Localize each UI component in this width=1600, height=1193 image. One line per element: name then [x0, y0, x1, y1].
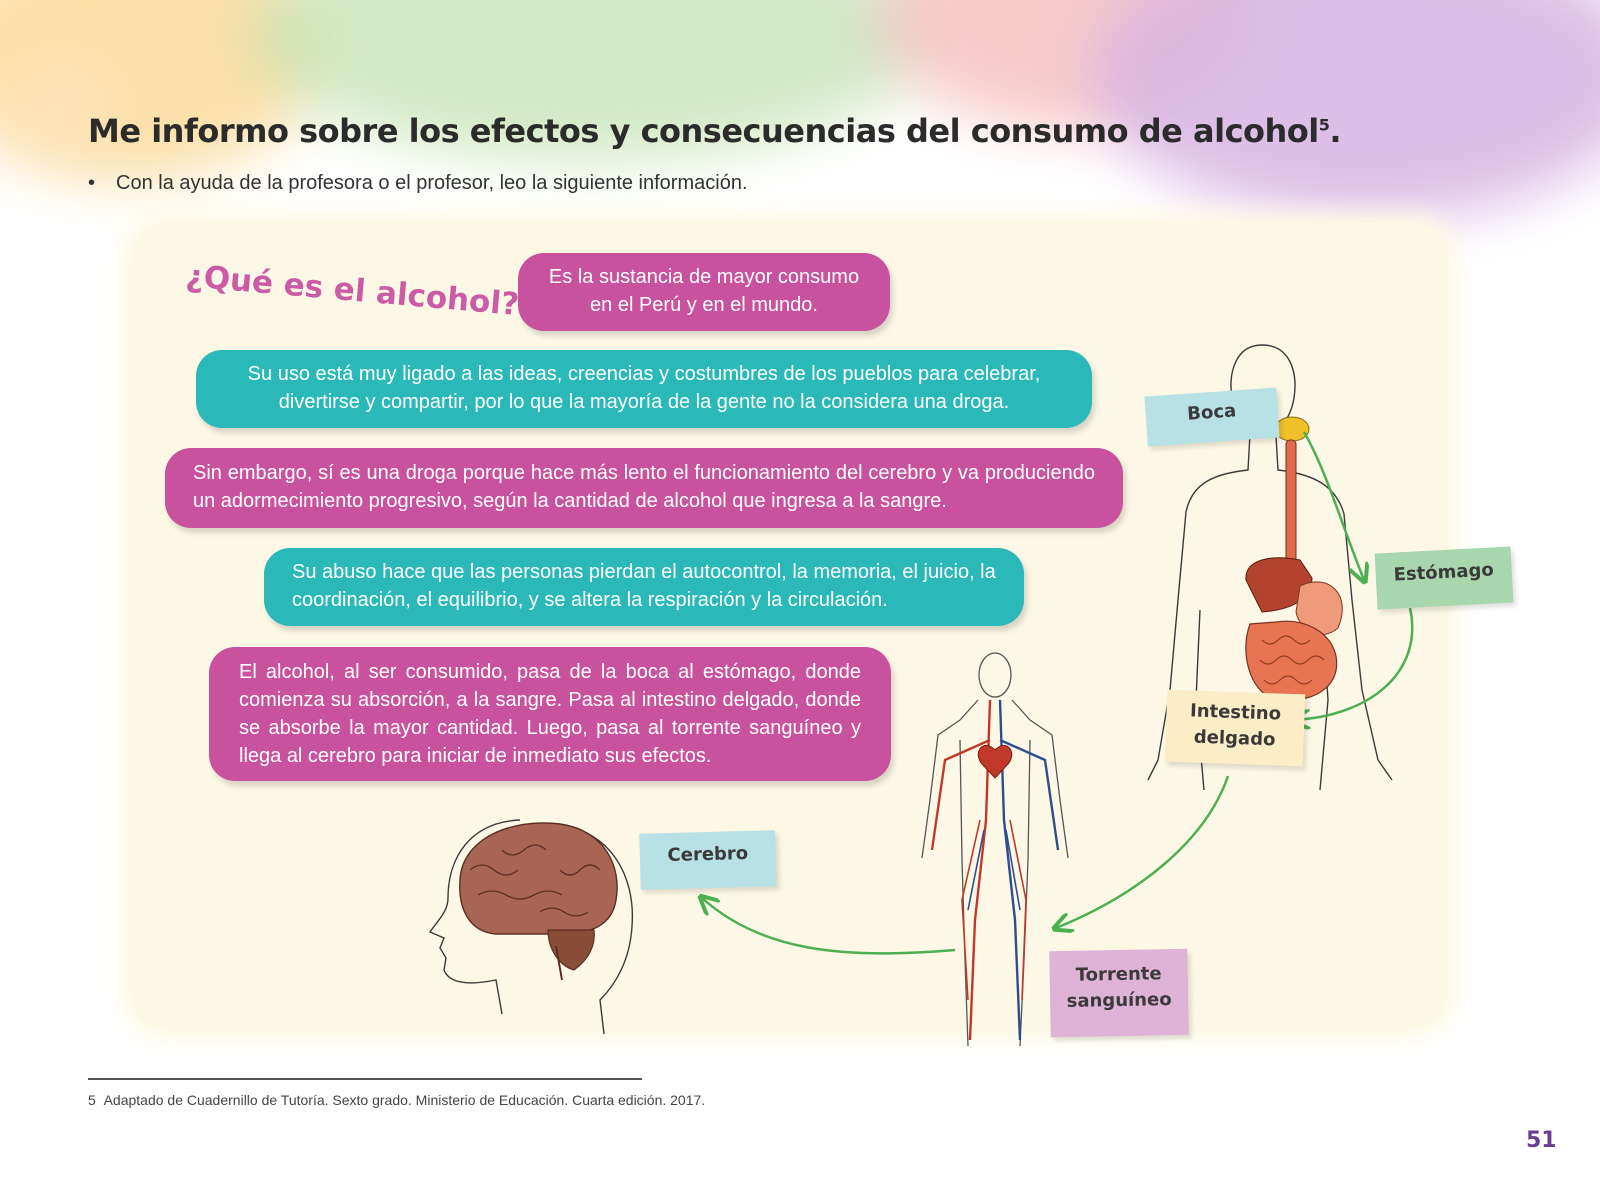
label-torrente-line1: Torrente — [1075, 963, 1162, 986]
arrow-estomago-intestino — [1294, 607, 1414, 720]
label-estomago: Estómago — [1374, 546, 1514, 610]
page-title-text: Me informo sobre los efectos y consecuen… — [88, 112, 1319, 150]
title-footnote-mark: 5 — [1318, 115, 1330, 135]
page-title: Me informo sobre los efectos y consecuen… — [88, 112, 1342, 150]
instruction: • Con la ayuda de la profesora o el profe… — [88, 172, 748, 195]
instruction-text: Con la ayuda de la profesora o el profes… — [116, 172, 748, 194]
label-boca-text: Boca — [1186, 400, 1237, 425]
bullet-icon: • — [88, 172, 96, 194]
digestive-organs — [1245, 416, 1343, 702]
footnote-divider — [88, 1078, 642, 1080]
label-boca: Boca — [1144, 387, 1280, 447]
arrow-boca-estomago — [1302, 431, 1364, 580]
label-torrente: Torrente sanguíneo — [1049, 948, 1189, 1038]
footnote: 5 Adaptado de Cuadernillo de Tutoría. Se… — [88, 1092, 705, 1108]
abuse-effects-text: Su abuso hace que las personas pierdan e… — [292, 561, 996, 611]
cultural-use-text: Su uso está muy ligado a las ideas, cree… — [247, 363, 1041, 413]
definition-text: Es la sustancia de mayor consumo en el P… — [548, 266, 860, 316]
cultural-use-bubble: Su uso está muy ligado a las ideas, cree… — [196, 350, 1092, 428]
pathway-text: El alcohol, al ser consumido, pasa de la… — [239, 661, 861, 767]
page-number: 51 — [1526, 1128, 1557, 1153]
abuse-effects-bubble: Su abuso hace que las personas pierdan e… — [264, 548, 1024, 626]
label-cerebro-text: Cerebro — [667, 842, 749, 867]
arrow-torrente-cerebro — [702, 898, 956, 955]
is-drug-bubble: Sin embargo, sí es una droga porque hace… — [165, 448, 1123, 528]
brain-head-figure — [428, 819, 634, 1035]
footnote-number: 5 — [88, 1092, 96, 1108]
label-cerebro: Cerebro — [639, 830, 777, 890]
pathway-bubble: El alcohol, al ser consumido, pasa de la… — [209, 647, 891, 781]
label-intestino: Intestino delgado — [1164, 689, 1306, 767]
label-estomago-text: Estómago — [1393, 559, 1495, 586]
arrow-intestino-torrente — [1056, 775, 1230, 928]
definition-bubble: Es la sustancia de mayor consumo en el P… — [518, 253, 890, 331]
is-drug-text: Sin embargo, sí es una droga porque hace… — [193, 462, 1095, 512]
circulatory-system-figure — [921, 652, 1069, 1047]
title-period: . — [1329, 112, 1342, 150]
label-torrente-line2: sanguíneo — [1066, 989, 1172, 1012]
label-intestino-line2: delgado — [1193, 726, 1276, 751]
watercolor-wash — [0, 60, 120, 150]
footnote-text: Adaptado de Cuadernillo de Tutoría. Sext… — [103, 1092, 706, 1108]
